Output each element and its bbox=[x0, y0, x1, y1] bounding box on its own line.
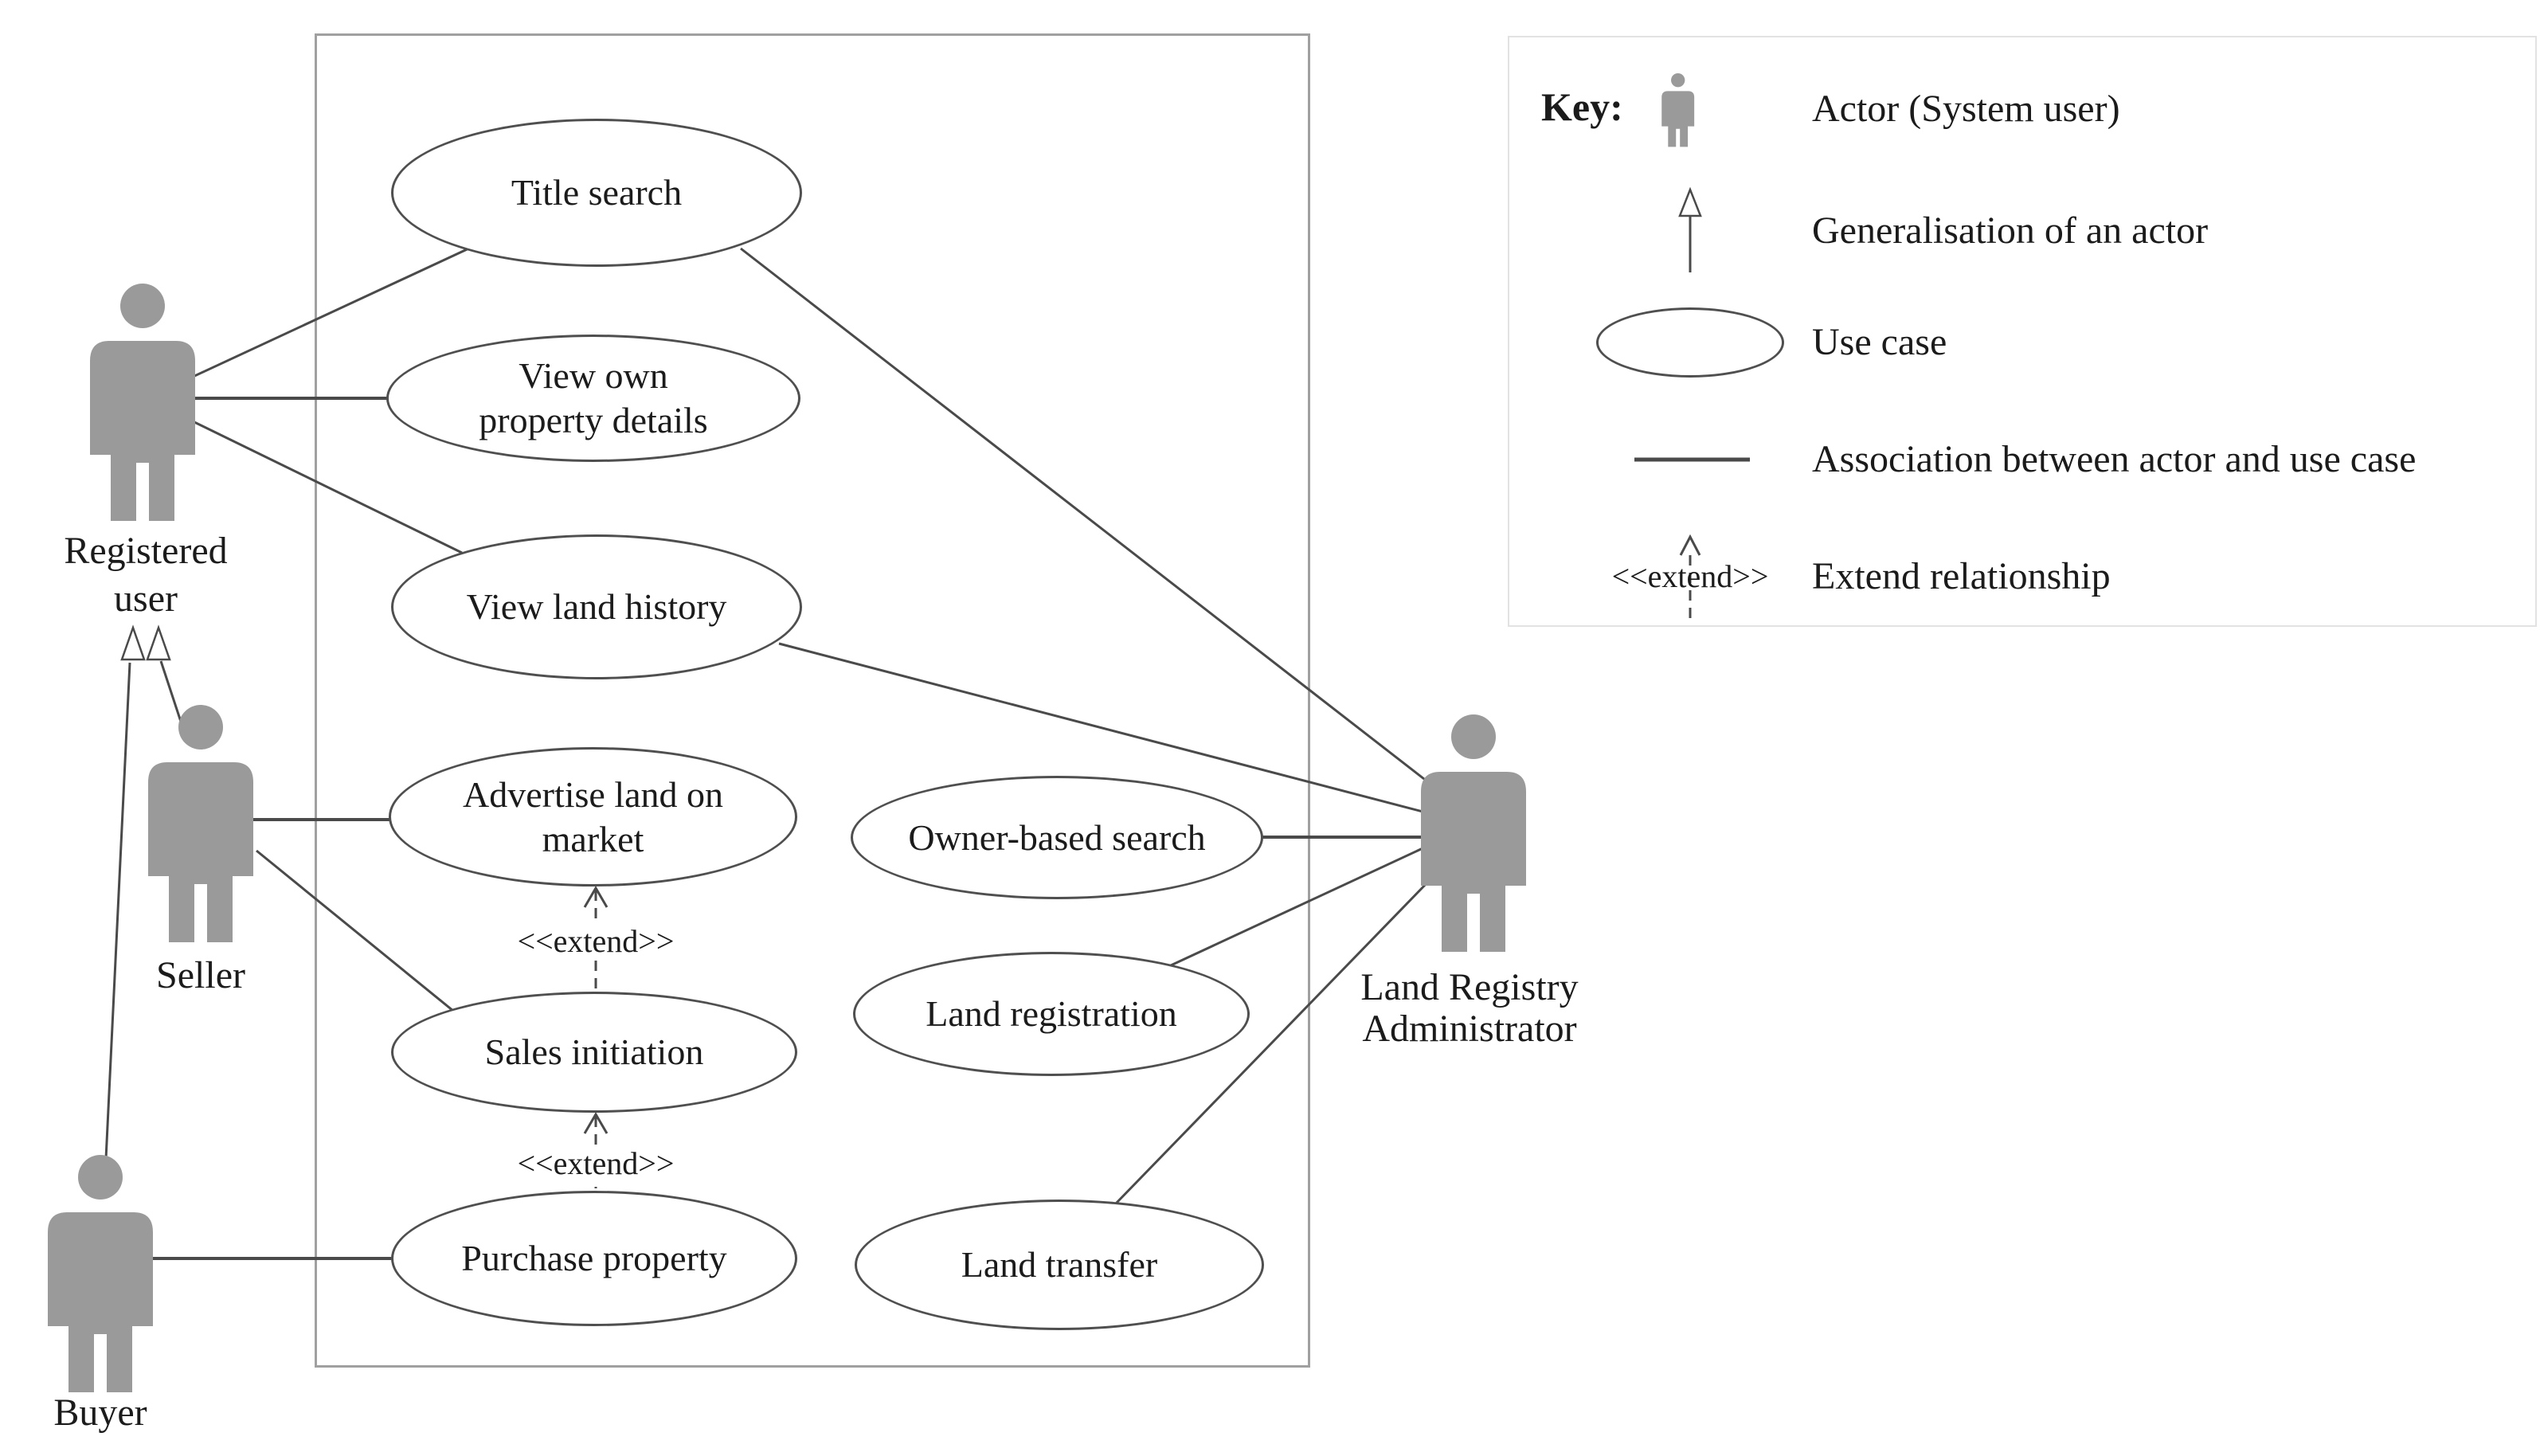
key-extend-arrowhead-icon bbox=[1679, 534, 1701, 556]
buyer-label: Buyer bbox=[53, 1391, 147, 1434]
registered-user-actor-icon bbox=[90, 284, 195, 521]
association-title-search-administrator bbox=[740, 247, 1432, 786]
extend-label: <<extend>> bbox=[508, 924, 683, 959]
association-registered-user-title-search bbox=[190, 239, 487, 379]
extend-label: <<extend>> bbox=[508, 1146, 683, 1181]
key-row-generalisation-label: Generalisation of an actor bbox=[1812, 209, 2209, 252]
association-seller-sales-initiation bbox=[256, 849, 463, 1020]
buyer-actor-icon bbox=[48, 1155, 153, 1392]
association-view-land-history-administrator bbox=[778, 642, 1427, 814]
use-case-land-transfer: Land transfer bbox=[855, 1200, 1264, 1330]
generalisation-buyer-to-registered-user bbox=[104, 662, 131, 1160]
use-case-label: Purchase property bbox=[461, 1238, 727, 1278]
association-land-registration-administrator bbox=[1170, 843, 1432, 967]
key-extend-stereotype-label: <<extend>> bbox=[1611, 558, 1769, 594]
use-case-label: Land transfer bbox=[961, 1244, 1158, 1285]
key-title: Key: bbox=[1541, 84, 1623, 129]
key-use-case-ellipse-icon bbox=[1596, 307, 1784, 378]
generalisation-arrowhead-icon bbox=[146, 624, 171, 661]
extend-arrowhead-icon bbox=[583, 1112, 609, 1134]
registered-user-label: Registered user bbox=[64, 530, 228, 620]
seller-label: Seller bbox=[156, 954, 245, 996]
key-generalisation-arrowhead-icon bbox=[1678, 186, 1702, 217]
use-case-title-search: Title search bbox=[391, 119, 802, 267]
extend-arrowhead-icon bbox=[583, 886, 609, 908]
use-case-label: Advertise land on market bbox=[462, 773, 724, 859]
key-row-actor-label: Actor (System user) bbox=[1812, 88, 2120, 130]
administrator-label: Land Registry Administrator bbox=[1360, 966, 1579, 1050]
key-row-association-label: Association between actor and use case bbox=[1812, 438, 2417, 480]
use-case-label: Title search bbox=[511, 172, 683, 213]
system-boundary-box bbox=[315, 33, 1310, 1368]
use-case-label: Sales initiation bbox=[484, 1031, 704, 1072]
use-case-view-own-property-details: View own property details bbox=[386, 335, 800, 462]
use-case-advertise-land-on-market: Advertise land on market bbox=[389, 747, 797, 887]
use-case-label: Land registration bbox=[926, 993, 1177, 1034]
use-case-label: Owner-based search bbox=[908, 816, 1206, 858]
use-case-view-land-history: View land history bbox=[391, 534, 802, 679]
generalisation-arrowhead-icon bbox=[120, 624, 146, 661]
administrator-actor-icon bbox=[1421, 714, 1526, 952]
use-case-sales-initiation: Sales initiation bbox=[391, 992, 797, 1113]
use-case-label: View own property details bbox=[479, 355, 708, 440]
use-case-land-registration: Land registration bbox=[853, 952, 1250, 1076]
generalisation-seller-to-registered-user bbox=[159, 660, 185, 730]
key-row-use-case-label: Use case bbox=[1812, 321, 1947, 363]
use-case-owner-based-search: Owner-based search bbox=[851, 776, 1263, 899]
association-registered-user-view-land-history bbox=[190, 419, 463, 554]
key-panel bbox=[1508, 36, 2537, 627]
association-land-transfer-administrator bbox=[1113, 879, 1431, 1206]
use-case-purchase-property: Purchase property bbox=[391, 1191, 797, 1326]
use-case-label: View land history bbox=[466, 586, 727, 627]
key-row-extend-label: Extend relationship bbox=[1812, 555, 2111, 597]
seller-actor-icon bbox=[148, 705, 253, 942]
